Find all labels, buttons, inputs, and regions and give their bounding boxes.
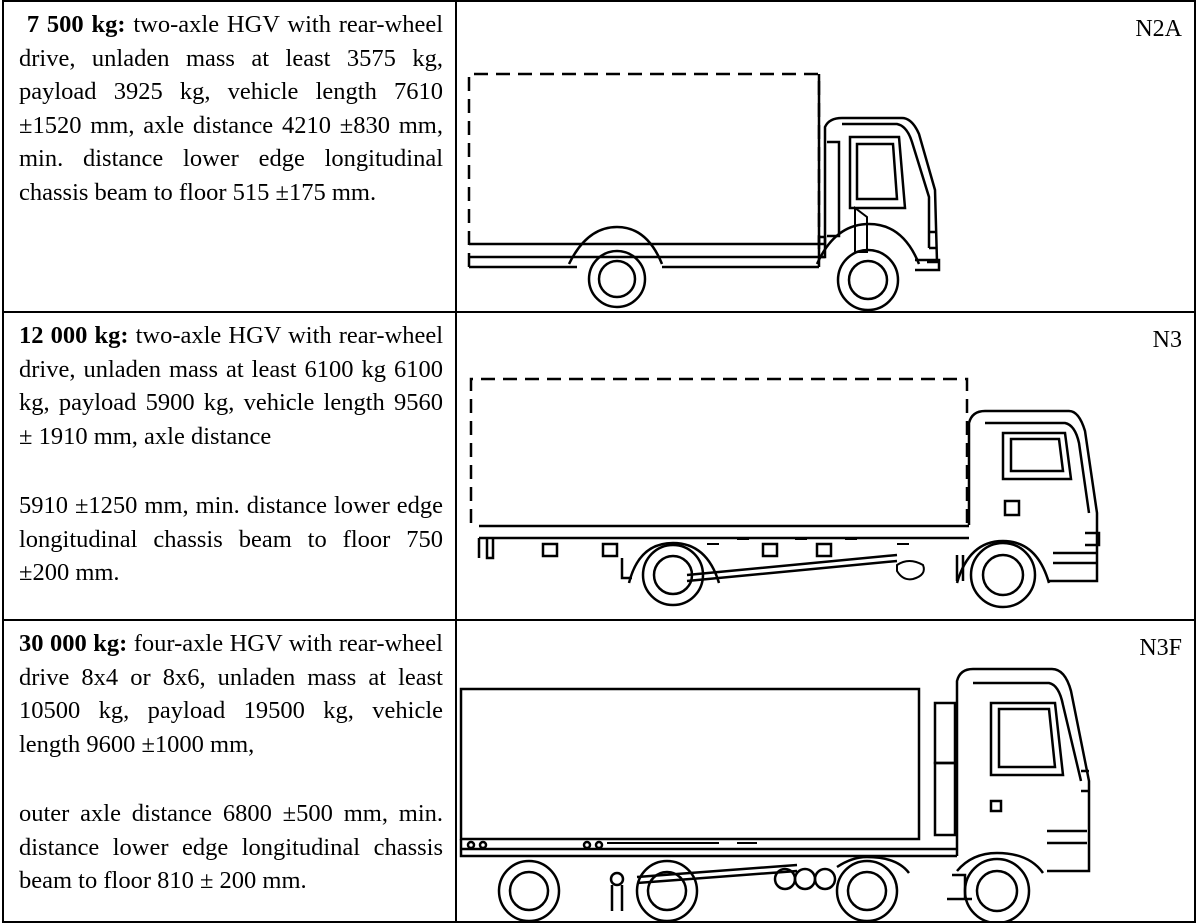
description-text: 7 500 kg: two-axle HGV with rear-wheel d… [19, 8, 443, 209]
weight-label: 7 500 kg: [26, 11, 126, 38]
table-row: 12 000 kg: two-axle HGV with rear-wheel … [4, 313, 1194, 621]
description-text: 5910 ±1250 mm, min. distance lower edge … [19, 492, 443, 586]
description-body: two-axle HGV with rear-wheel drive, unla… [19, 322, 443, 450]
figure-cell: N3F [457, 621, 1194, 923]
two-axle-medium-truck-drawing [469, 377, 1101, 609]
description-body: four-axle HGV with rear-wheel drive 8x4 … [19, 630, 443, 758]
description-text: 12 000 kg: two-axle HGV with rear-wheel … [19, 319, 443, 453]
table-row: 7 500 kg: two-axle HGV with rear-wheel d… [4, 2, 1194, 313]
vehicle-class-code: N3F [1139, 635, 1182, 661]
description-text: outer axle distance 6800 ±500 mm, min. d… [19, 800, 443, 894]
description-body: two-axle HGV with rear-wheel drive, unla… [19, 11, 444, 206]
vehicle-class-code: N3 [1152, 327, 1182, 353]
table-row: 30 000 kg: four-axle HGV with rear-wheel… [4, 621, 1194, 923]
description-text: 30 000 kg: four-axle HGV with rear-wheel… [19, 627, 443, 761]
figure-cell: N2A [457, 2, 1194, 312]
four-axle-heavy-truck-drawing [459, 667, 1091, 923]
weight-label: 30 000 kg: [19, 630, 128, 657]
description-cell: 12 000 kg: two-axle HGV with rear-wheel … [4, 313, 457, 619]
vehicle-class-code: N2A [1135, 16, 1182, 42]
two-axle-light-truck-drawing [467, 72, 941, 312]
description-cell: 30 000 kg: four-axle HGV with rear-wheel… [4, 621, 457, 923]
weight-label: 12 000 kg: [19, 322, 129, 349]
figure-cell: N3 [457, 313, 1194, 619]
description-cell: 7 500 kg: two-axle HGV with rear-wheel d… [4, 2, 457, 311]
